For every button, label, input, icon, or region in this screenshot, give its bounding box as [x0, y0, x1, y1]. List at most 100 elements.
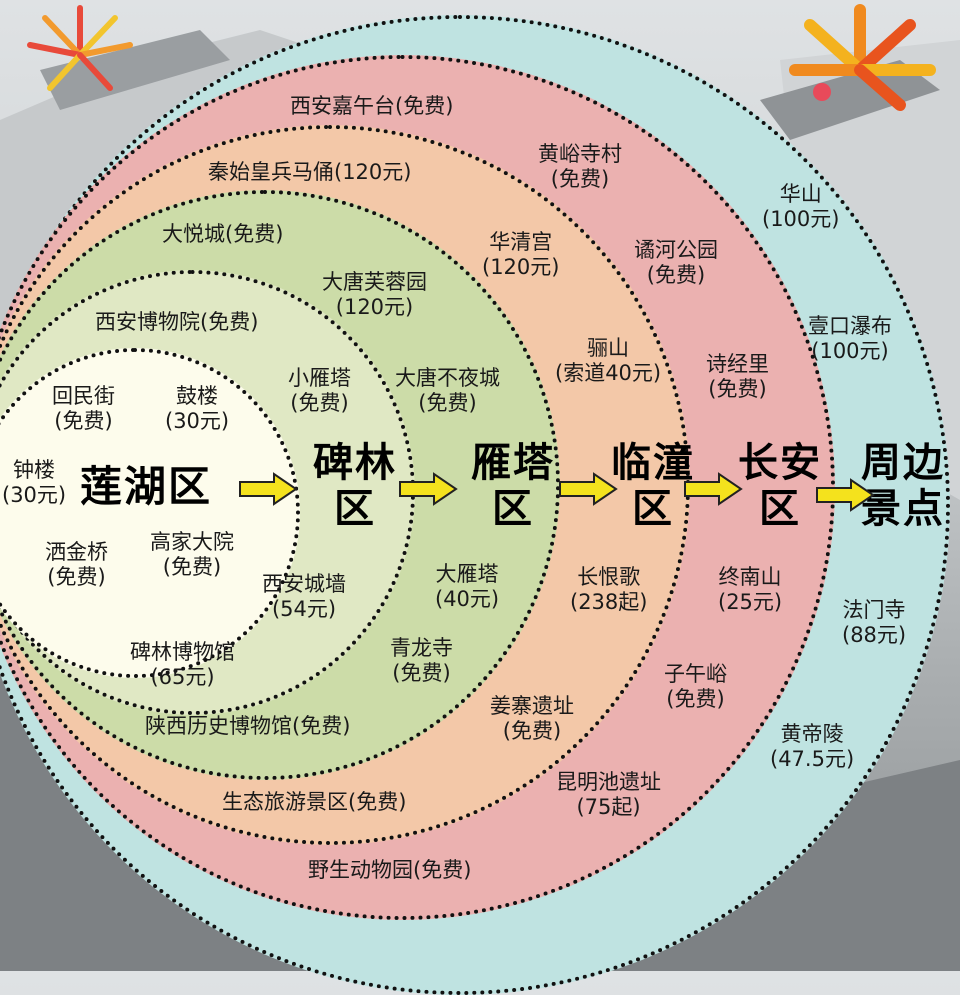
- site-huaqinggong: 华清宫 (120元): [482, 230, 559, 280]
- site-price: (100元): [762, 207, 840, 231]
- site-name: 昆明池遗址: [556, 770, 661, 794]
- site-lishan: 骊山 (索道40元): [555, 336, 661, 386]
- site-name: 洒金桥: [45, 540, 108, 564]
- site-name: 大唐芙蓉园: [322, 270, 427, 294]
- district-lintong-line1: 临潼: [611, 440, 695, 486]
- site-name: 黄帝陵: [780, 722, 844, 746]
- site-price: (索道40元): [555, 361, 662, 385]
- site-name: 高家大院: [150, 530, 234, 554]
- site-name: 长恨歌: [577, 565, 641, 589]
- site-name: 诗经里: [706, 352, 769, 376]
- site-price: (免费): [502, 719, 562, 743]
- site-price: (免费): [708, 377, 767, 401]
- district-yanta: 雁塔 区: [458, 440, 568, 532]
- district-beilin-line1: 碑林: [313, 440, 397, 486]
- site-name: 青龙寺: [390, 636, 453, 660]
- district-lianhu: 莲湖区: [80, 462, 213, 511]
- site-price: (100元): [811, 339, 889, 363]
- site-xiaoyanta: 小雁塔 (免费): [288, 366, 351, 416]
- site-furongyuan: 大唐芙蓉园 (120元): [322, 270, 427, 320]
- site-huangdiling: 黄帝陵 (47.5元): [770, 722, 854, 772]
- site-xian-museum: 西安博物院(免费): [95, 310, 258, 335]
- site-name: 法门寺: [842, 598, 906, 622]
- site-qinglongsi: 青龙寺 (免费): [390, 636, 453, 686]
- district-changan: 长安 区: [725, 440, 835, 532]
- site-name: 壹口瀑布: [808, 314, 892, 338]
- site-wuchatai: 西安嘉午台(免费): [290, 94, 453, 119]
- site-price: (54元): [271, 597, 337, 621]
- site-price: (免费): [550, 167, 610, 191]
- district-surroundings: 周边 景点: [848, 440, 958, 532]
- site-budiecheng: 大唐不夜城 (免费): [395, 366, 500, 416]
- site-gulou: 鼓楼 (30元): [165, 384, 229, 434]
- district-lintong: 临潼 区: [598, 440, 708, 532]
- site-price: (25元): [718, 590, 783, 614]
- site-name: 姜寨遗址: [490, 694, 574, 718]
- site-name: 西安城墙: [262, 572, 346, 596]
- site-name: 华清宫: [489, 230, 553, 254]
- site-dayuecheng: 大悦城(免费): [162, 222, 283, 247]
- site-ziwuyu: 子午峪 (免费): [664, 662, 727, 712]
- site-hukou: 壹口瀑布 (100元): [808, 314, 892, 364]
- site-price: (免费): [666, 687, 725, 711]
- site-yesheng: 野生动物园(免费): [308, 858, 471, 883]
- site-name: 黄峪寺村: [538, 142, 622, 166]
- site-price: (65元): [150, 665, 215, 689]
- site-name: 碑林博物馆: [130, 640, 235, 664]
- diagram-stage: 莲湖区 碑林 区 雁塔 区 临潼 区 长安 区 周边 景点 钟楼 (30元) 回…: [0, 4, 960, 995]
- site-name: 大悦城(免费): [162, 222, 284, 246]
- site-bingmayong: 秦始皇兵马俑(120元): [208, 160, 411, 185]
- site-jiangzhai: 姜寨遗址 (免费): [490, 694, 574, 744]
- arrow-right-icon: [684, 472, 743, 506]
- site-price: (30元): [165, 409, 230, 433]
- site-price: (120元): [482, 255, 560, 279]
- site-price: (47.5元): [770, 747, 855, 771]
- firework-right-icon: [789, 4, 936, 111]
- site-price: (免费): [646, 263, 706, 287]
- district-yanta-line2: 区: [492, 486, 534, 532]
- site-name: 子午峪: [664, 662, 727, 686]
- site-name: 野生动物园(免费): [308, 858, 472, 882]
- site-name: 谲河公园: [634, 238, 718, 262]
- district-lintong-line2: 区: [632, 486, 674, 532]
- arrow-right-icon: [559, 472, 618, 506]
- site-huangyusi: 黄峪寺村 (免费): [538, 142, 622, 192]
- site-name: 华山: [779, 182, 822, 206]
- site-name: 小雁塔: [288, 366, 351, 390]
- site-dayanta: 大雁塔 (40元): [435, 562, 499, 612]
- site-juhe: 谲河公园 (免费): [634, 238, 718, 288]
- site-shengtai: 生态旅游景区(免费): [222, 790, 406, 815]
- site-price: (120元): [335, 295, 414, 319]
- site-name: 鼓楼: [176, 384, 219, 408]
- site-price: (免费): [418, 391, 477, 415]
- site-shijingli: 诗经里 (免费): [706, 352, 769, 402]
- site-name: 西安嘉午台(免费): [290, 94, 454, 118]
- site-kunmingchi: 昆明池遗址 (75起): [556, 770, 661, 820]
- site-zhonglou: 钟楼 (30元): [2, 458, 66, 508]
- arrow-right-icon: [239, 472, 298, 506]
- site-name: 钟楼: [13, 458, 56, 482]
- arrow-right-icon: [816, 478, 875, 512]
- site-name: 终南山: [718, 565, 782, 589]
- site-price: (免费): [54, 409, 113, 433]
- site-name: 生态旅游景区(免费): [222, 790, 407, 814]
- site-price: (88元): [842, 623, 907, 647]
- site-price: (免费): [392, 661, 451, 685]
- site-chengqiang: 西安城墙 (54元): [262, 572, 346, 622]
- site-price: (免费): [47, 565, 106, 589]
- district-changan-line1: 长安: [738, 440, 822, 486]
- district-beilin: 碑林 区: [300, 440, 410, 532]
- site-changhenge: 长恨歌 (238起): [570, 565, 647, 615]
- ring-lianhu-core: [0, 348, 300, 678]
- site-name: 大唐不夜城: [395, 366, 500, 390]
- district-yanta-line1: 雁塔: [471, 440, 555, 486]
- site-shaanxi-museum: 陕西历史博物馆(免费): [145, 714, 350, 739]
- site-price: (30元): [2, 483, 67, 507]
- site-huiminjie: 回民街 (免费): [52, 384, 115, 434]
- site-name: 大雁塔: [435, 562, 499, 586]
- site-name: 西安博物院(免费): [95, 310, 259, 334]
- district-surroundings-line2: 景点: [861, 486, 945, 532]
- site-huashan: 华山 (100元): [762, 182, 839, 232]
- site-price: (238起): [570, 590, 648, 614]
- arrow-right-icon: [399, 472, 458, 506]
